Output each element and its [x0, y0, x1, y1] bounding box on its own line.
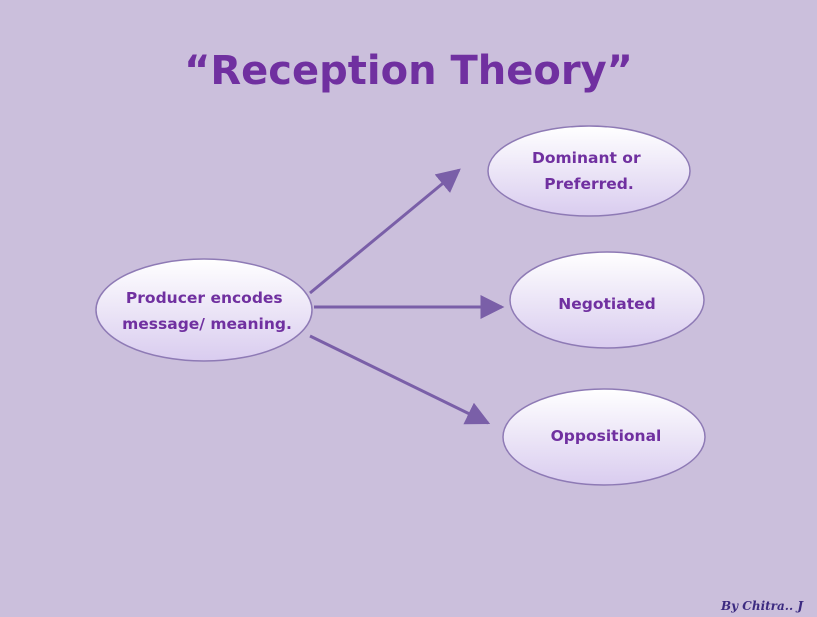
arrow-to-oppositional: [309, 334, 491, 425]
node-dominant: Dominant or Preferred.: [487, 125, 691, 217]
node-dominant-line-2: Preferred.: [544, 175, 634, 193]
svg-text:Oppositional: Oppositional: [551, 427, 662, 445]
node-producer: Producer encodes message/ meaning.: [95, 258, 313, 362]
node-producer-line-1: Producer encodes: [126, 289, 283, 307]
node-negotiated: Negotiated: [509, 251, 705, 349]
node-oppositional: Oppositional: [502, 388, 706, 486]
node-dominant-line-1: Dominant or: [532, 149, 641, 167]
svg-text:Negotiated: Negotiated: [558, 295, 655, 313]
node-oppositional-label: Oppositional: [551, 427, 662, 445]
svg-text:Dominant or Preferred.: Dominant or Preferred.: [532, 149, 646, 193]
node-producer-line-2: message/ meaning.: [122, 315, 292, 333]
slide-title: “Reception Theory”: [184, 48, 633, 94]
author-credit: By Chitra.. J: [721, 599, 803, 613]
svg-text:Producer encodes messa: Producer encodes message/ meaning.: [122, 289, 292, 333]
node-negotiated-label: Negotiated: [558, 295, 655, 313]
arrow-to-dominant: [309, 168, 461, 295]
